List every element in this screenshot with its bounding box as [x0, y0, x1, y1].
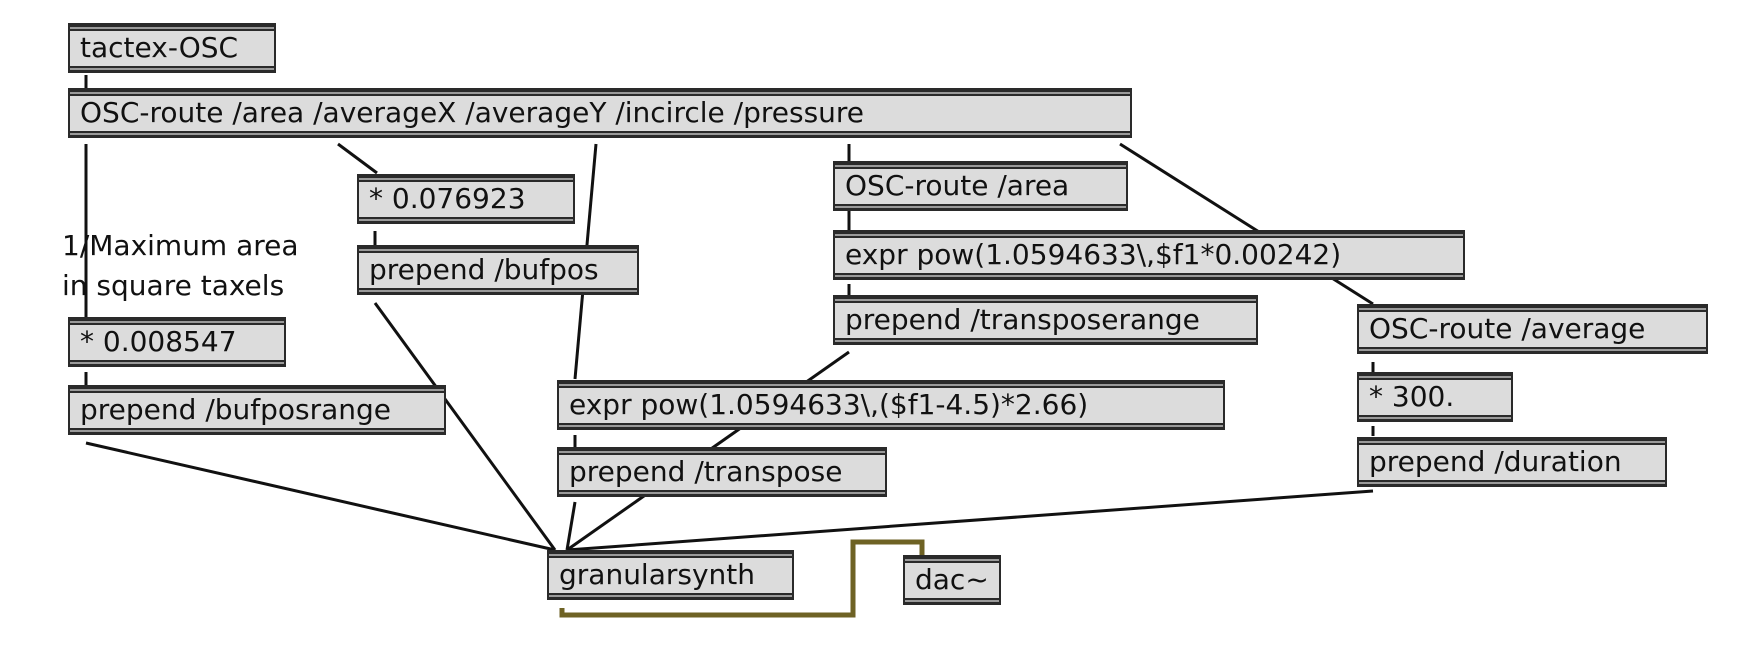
object-prepend-transpose[interactable]: prepend /transpose	[557, 447, 887, 497]
object-tactex-osc[interactable]: tactex-OSC	[68, 23, 276, 73]
object-osc-route-area[interactable]: OSC-route /area	[833, 161, 1128, 211]
object-expr-y[interactable]: expr pow(1.0594633\,($f1-4.5)*2.66)	[557, 380, 1225, 430]
signal-cord-synth-to-dac[interactable]	[559, 539, 925, 618]
object-osc-route-average[interactable]: OSC-route /average	[1357, 304, 1708, 354]
object-mult-area[interactable]: * 0.008547	[68, 317, 286, 367]
cord-duration-to-synth[interactable]	[566, 489, 1374, 552]
object-prepend-duration[interactable]: prepend /duration	[1357, 437, 1667, 487]
comment-max-area-line1: 1/Maximum area	[62, 229, 299, 262]
object-prepend-transposerange[interactable]: prepend /transposerange	[833, 295, 1258, 345]
object-dac[interactable]: dac~	[903, 555, 1001, 605]
cord-bufposrange-to-synth[interactable]	[85, 441, 556, 552]
cord-route-to-mult-bufpos[interactable]	[337, 142, 378, 175]
object-mult-bufpos[interactable]: * 0.076923	[357, 174, 575, 224]
object-osc-route-main[interactable]: OSC-route /area /averageX /averageY /inc…	[68, 88, 1132, 138]
comment-max-area-line2: in square taxels	[62, 269, 285, 302]
object-expr-area[interactable]: expr pow(1.0594633\,$f1*0.00242)	[833, 230, 1465, 280]
cord-transpose-to-synth[interactable]	[565, 501, 577, 551]
cord-route-to-route-average[interactable]	[1119, 142, 1374, 306]
cord-bufpos-to-synth[interactable]	[373, 302, 557, 551]
object-mult-300[interactable]: * 300.	[1357, 372, 1513, 422]
object-prepend-bufpos[interactable]: prepend /bufpos	[357, 245, 639, 295]
object-prepend-bufposrange[interactable]: prepend /bufposrange	[68, 385, 446, 435]
object-granularsynth[interactable]: granularsynth	[547, 550, 794, 600]
